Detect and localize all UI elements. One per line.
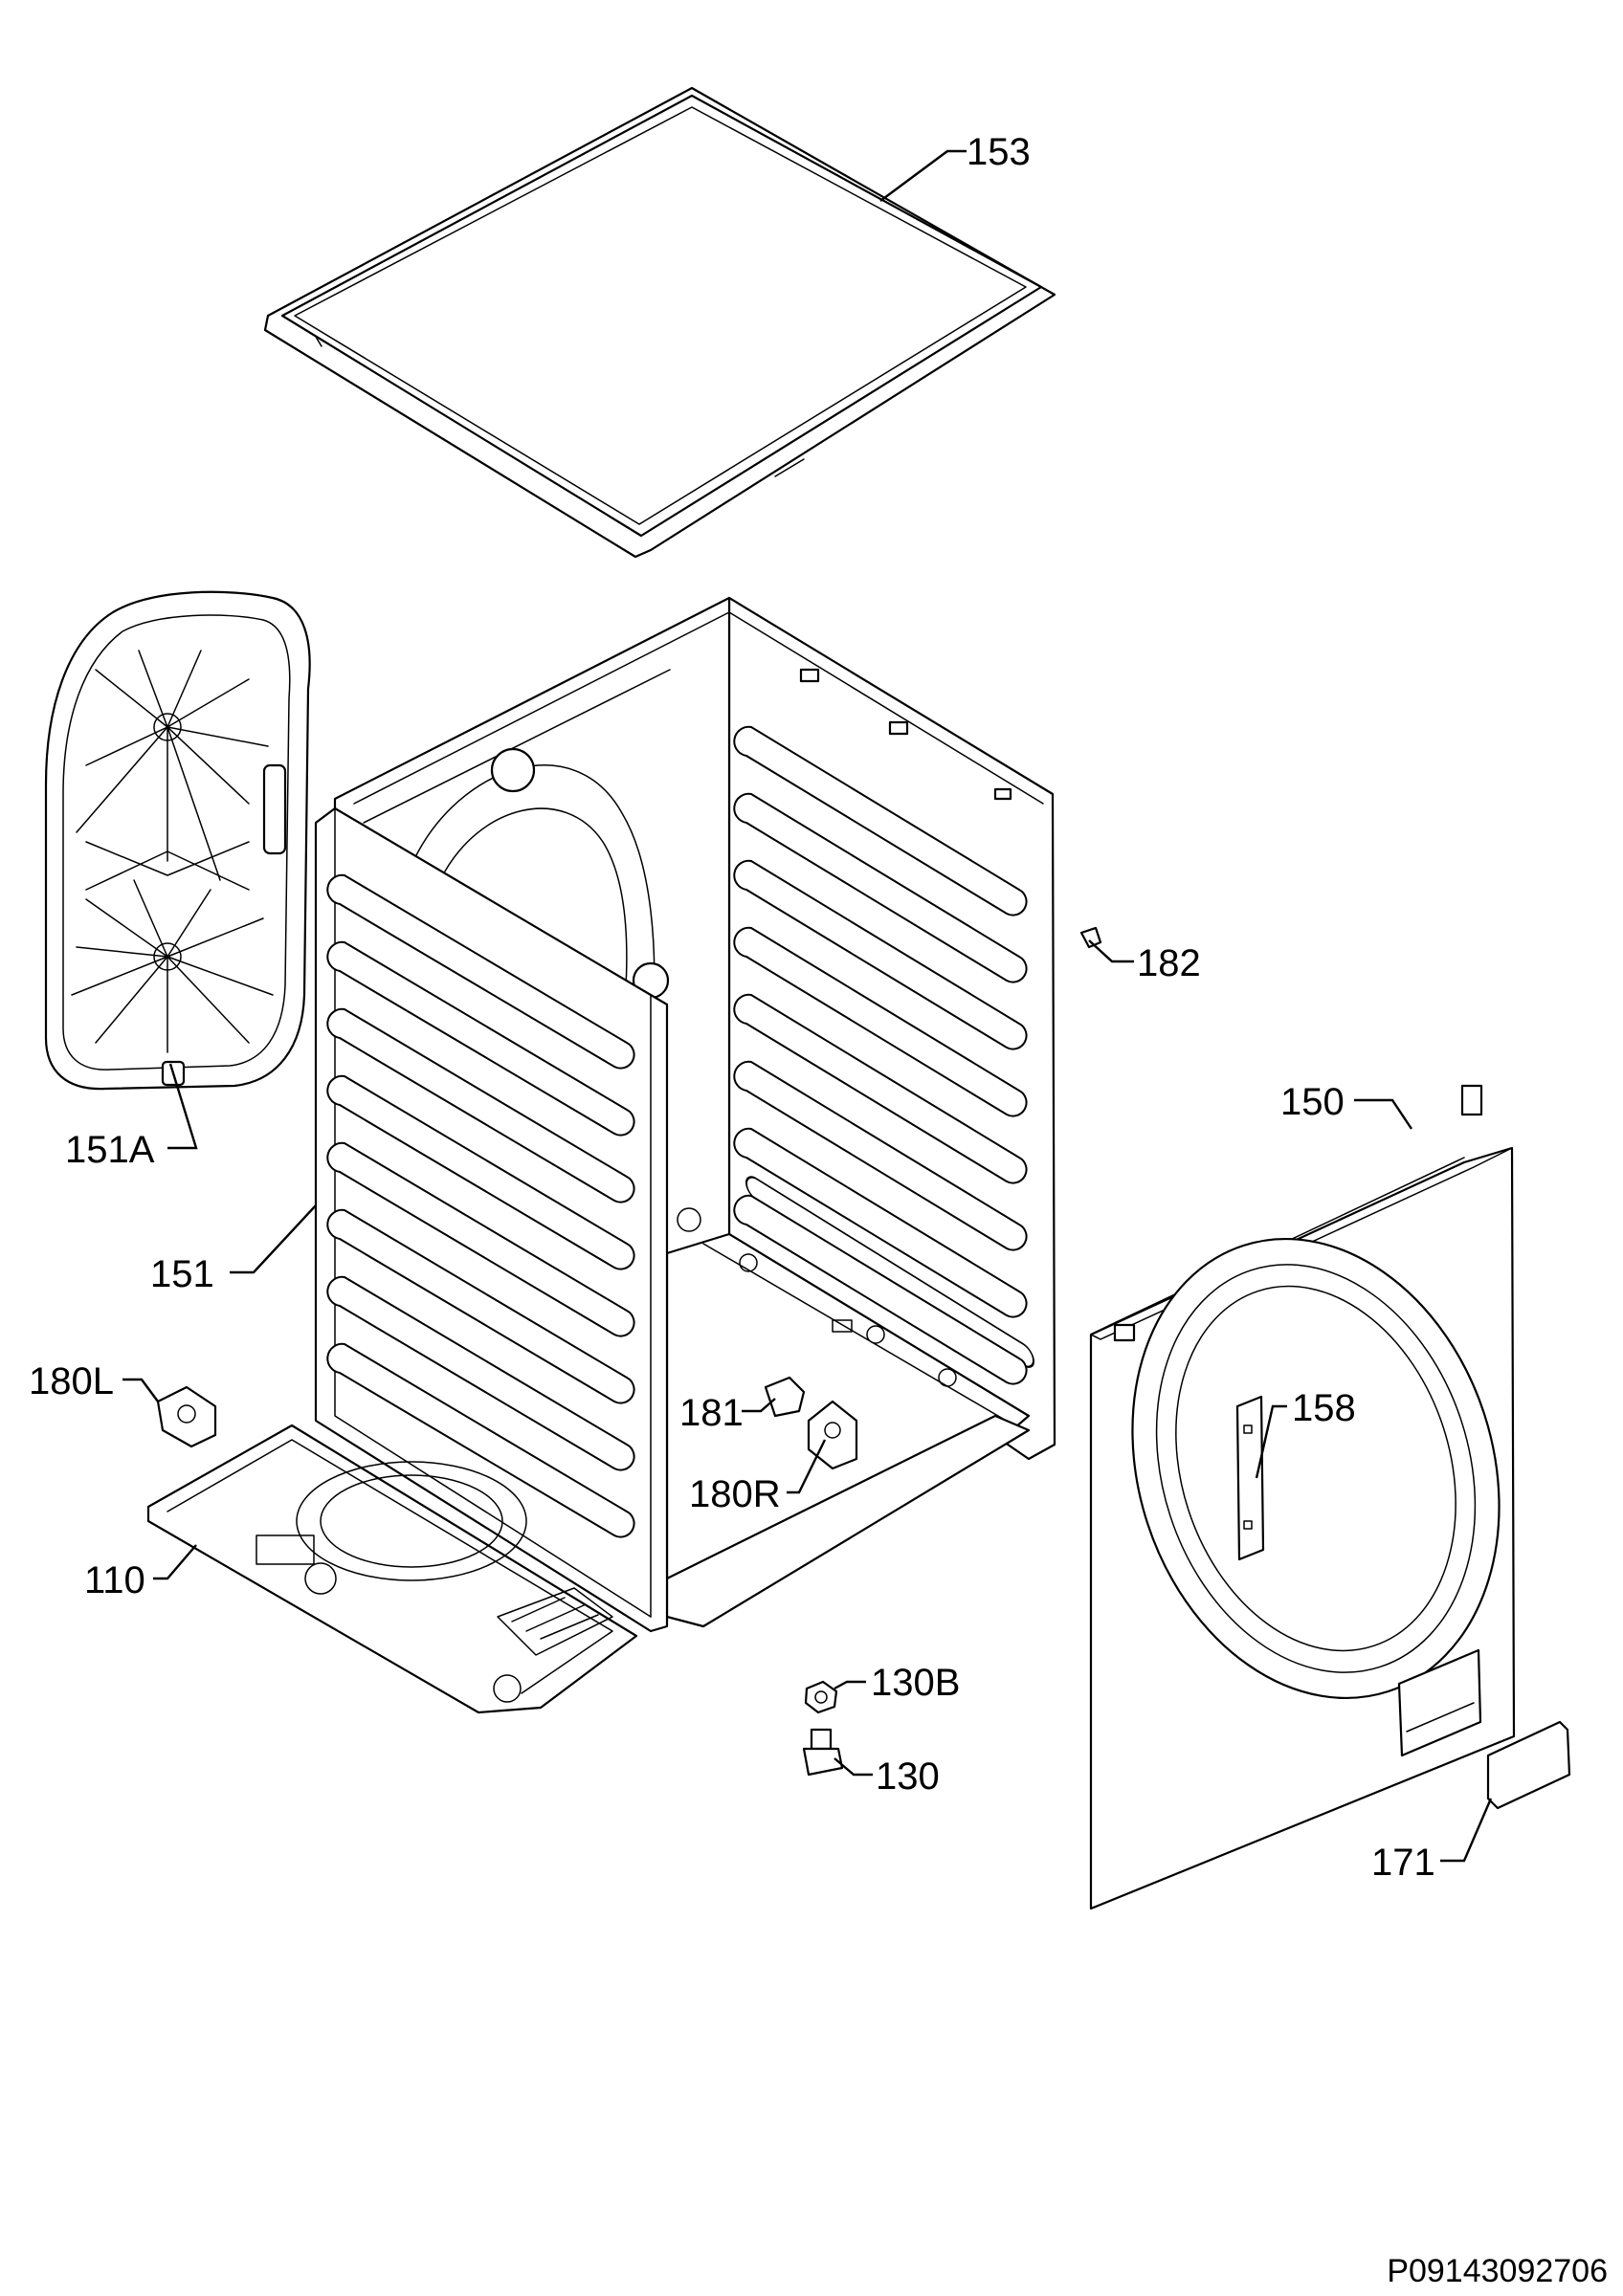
- document-id: P09143092706: [1387, 2253, 1608, 2289]
- callout-151: 151: [150, 1253, 214, 1295]
- part-151a-door-ring: [44, 590, 311, 1091]
- part-181-switch: [764, 1376, 806, 1418]
- side-panel-slots: [326, 873, 635, 1538]
- part-171-filter-cover: [1486, 1720, 1571, 1810]
- part-130-foot: [802, 1728, 844, 1777]
- callout-110: 110: [84, 1559, 145, 1601]
- part-110-base: [146, 1424, 638, 1714]
- callout-171: 171: [1371, 1842, 1435, 1884]
- part-182-clip: [1079, 926, 1102, 949]
- part-180r-bracket: [807, 1400, 858, 1470]
- door-ring-spokes: [71, 650, 274, 1053]
- part-130b-nut: [804, 1680, 838, 1714]
- leader-lines: [122, 149, 1493, 1863]
- callout-150: 150: [1280, 1081, 1345, 1123]
- callout-181: 181: [679, 1392, 744, 1434]
- callout-180r: 180R: [689, 1473, 781, 1515]
- callout-153: 153: [967, 131, 1031, 173]
- callout-130: 130: [876, 1755, 940, 1798]
- right-panel-slots: [733, 725, 1028, 1385]
- callout-158: 158: [1292, 1387, 1356, 1429]
- part-150-front-panel: [1089, 1084, 1516, 1910]
- callout-151a: 151A: [65, 1129, 155, 1171]
- part-153-top-panel: [263, 86, 1056, 559]
- callout-180l: 180L: [29, 1360, 114, 1402]
- part-180l-bracket: [156, 1385, 217, 1448]
- part-151-side-panel: [314, 806, 669, 1633]
- callout-182: 182: [1137, 942, 1201, 984]
- callout-130b: 130B: [871, 1662, 960, 1704]
